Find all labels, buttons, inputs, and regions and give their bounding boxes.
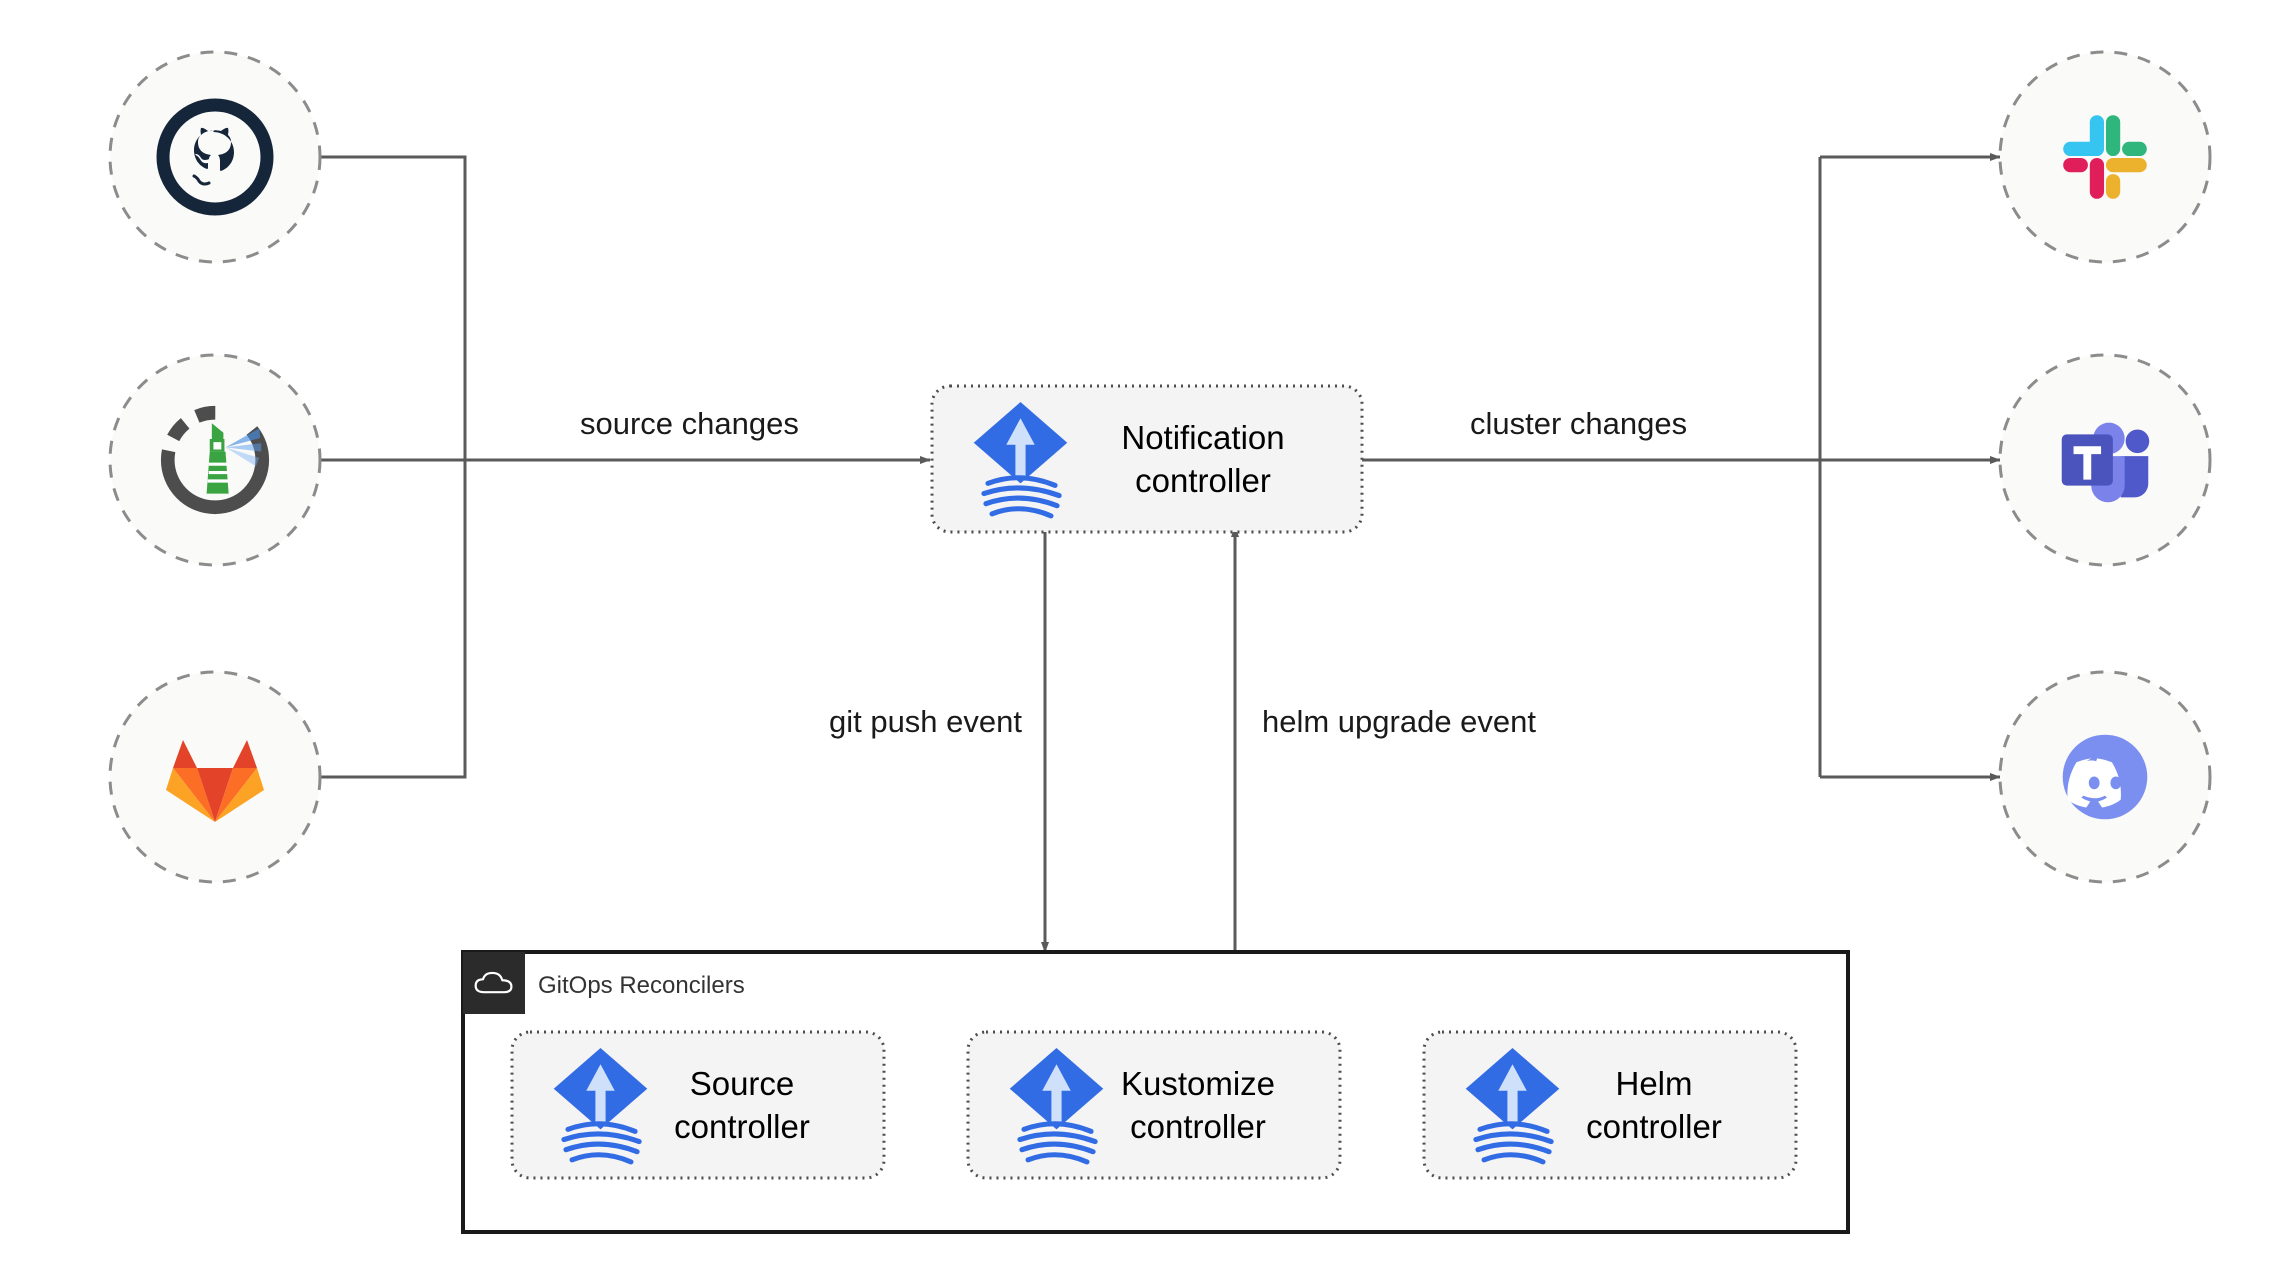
destination-node-discord[interactable]: [1998, 670, 2212, 884]
source-controller-label-line2: controller: [674, 1108, 810, 1145]
edge-label-source-changes: source changes: [580, 406, 799, 441]
helm-controller-label-line1: Helm: [1615, 1065, 1692, 1102]
controller-node-helm[interactable]: Helm controller: [1422, 1030, 1798, 1180]
notification-controller-label-line1: Notification: [1121, 419, 1284, 456]
edge-label-git-push-event: git push event: [829, 704, 1022, 739]
source-node-github[interactable]: [108, 50, 322, 264]
source-node-flagger[interactable]: [108, 353, 322, 567]
helm-controller-label-line2: controller: [1586, 1108, 1722, 1145]
kustomize-controller-label-line2: controller: [1130, 1108, 1266, 1145]
destination-node-teams[interactable]: [1998, 353, 2212, 567]
destination-node-slack[interactable]: [1998, 50, 2212, 264]
container-icon-tab: [463, 952, 525, 1014]
source-controller-label-line1: Source: [690, 1065, 795, 1102]
edge-label-helm-upgrade-event: helm upgrade event: [1262, 704, 1536, 739]
notification-controller-label-line2: controller: [1135, 462, 1271, 499]
destination-nodes: [1998, 50, 2212, 884]
controller-node-source[interactable]: Source controller: [510, 1030, 886, 1180]
edge-label-cluster-changes: cluster changes: [1470, 406, 1687, 441]
controller-node-kustomize[interactable]: Kustomize controller: [966, 1030, 1342, 1180]
source-node-gitlab[interactable]: [108, 670, 322, 884]
discord-icon: [2062, 734, 2148, 820]
edge-sources-bus: [215, 155, 467, 779]
container-title: GitOps Reconcilers: [538, 972, 745, 999]
kustomize-controller-label-line1: Kustomize: [1121, 1065, 1275, 1102]
notification-controller-node[interactable]: Notification controller: [930, 384, 1364, 534]
source-nodes: [108, 50, 322, 884]
